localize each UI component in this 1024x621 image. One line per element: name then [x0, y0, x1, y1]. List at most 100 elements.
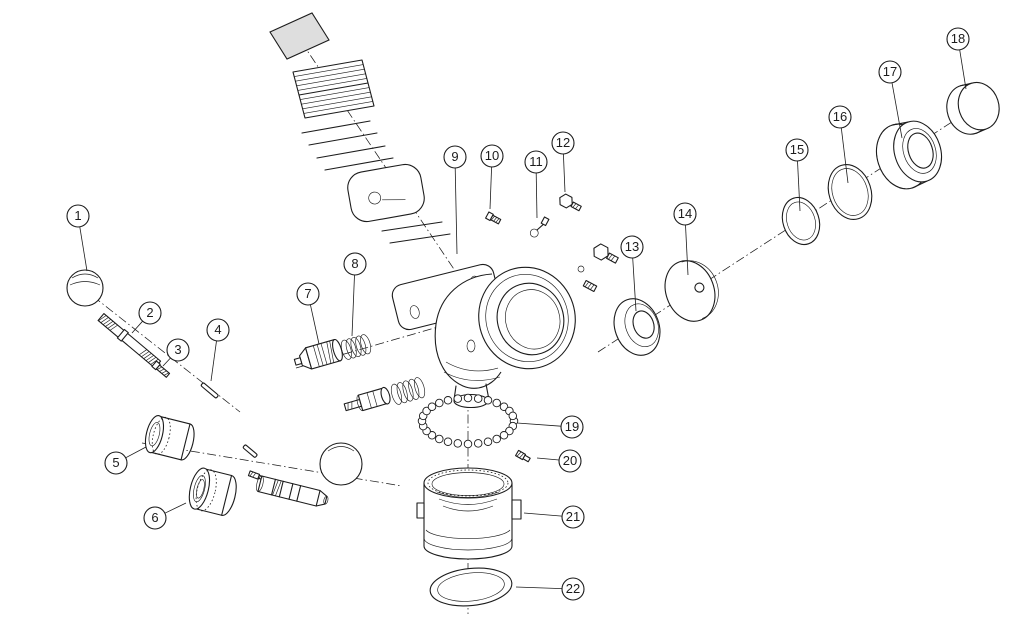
callout-19: 19	[516, 415, 584, 439]
part-17-threaded-collar	[875, 120, 943, 190]
callout-circle	[828, 105, 852, 129]
center-line	[141, 442, 403, 487]
callout-circle	[551, 131, 575, 155]
leader-line	[840, 127, 849, 184]
callout-number: 16	[833, 109, 847, 124]
callout-number: 6	[151, 510, 158, 525]
cover-plate	[269, 12, 330, 60]
callout-number: 9	[451, 149, 458, 164]
part-10-screw	[485, 211, 502, 225]
callout-circle	[524, 150, 548, 174]
callout-number: 14	[678, 206, 692, 221]
leader-line	[535, 172, 538, 219]
bead	[427, 402, 437, 411]
part-2-threaded-rod	[97, 313, 162, 369]
callout-number: 17	[883, 64, 897, 79]
callout-12: 12	[551, 131, 575, 193]
callout-number: 7	[304, 286, 311, 301]
callout-16: 16	[828, 105, 852, 184]
ball-large	[319, 442, 363, 486]
callout-21: 21	[523, 505, 585, 529]
callout-circle	[138, 301, 162, 325]
part-4-pin	[200, 382, 219, 399]
part-15-ring	[781, 196, 821, 246]
bead	[453, 439, 463, 448]
part-11-screw-washer	[529, 216, 550, 238]
callout-circle	[946, 27, 970, 51]
callout-number: 11	[529, 154, 543, 169]
rounded-block	[347, 163, 425, 223]
bead	[483, 437, 493, 446]
callout-circle	[143, 506, 167, 530]
part-12-hex-bolt	[559, 193, 582, 212]
callout-circle	[561, 505, 585, 529]
small-plug	[582, 279, 598, 293]
callout-17: 17	[878, 60, 903, 139]
callout-number: 10	[485, 148, 499, 163]
callout-circle	[560, 415, 584, 439]
spring-small	[390, 377, 426, 405]
leader-line	[310, 304, 320, 345]
callout-14: 14	[673, 202, 697, 276]
leader-line	[632, 257, 637, 312]
bead	[443, 396, 453, 405]
leader-line	[454, 167, 458, 255]
part-7-valve-cartridge	[293, 338, 343, 370]
callout-13: 13	[620, 235, 644, 312]
part-5-knurled-knob	[144, 415, 195, 461]
callout-number: 19	[565, 419, 579, 434]
part-1-ball	[66, 269, 104, 307]
part-21-coupling-nut	[416, 467, 522, 560]
callout-number: 3	[174, 342, 181, 357]
bead	[492, 398, 501, 408]
callout-circle	[104, 451, 128, 475]
callout-4: 4	[206, 318, 230, 382]
callout-22: 22	[515, 577, 585, 601]
bead	[463, 393, 473, 403]
callout-1: 1	[66, 204, 90, 272]
callout-number: 4	[214, 322, 221, 337]
bead	[492, 434, 501, 444]
callout-number: 21	[566, 509, 580, 524]
callout-number: 22	[566, 581, 580, 596]
spindle	[256, 475, 329, 507]
callout-11: 11	[524, 150, 548, 219]
callout-circle	[785, 138, 809, 162]
part-18-end-cap	[946, 81, 1000, 135]
callout-3: 3	[162, 338, 190, 367]
leader-line	[125, 446, 147, 459]
leader-line	[162, 357, 171, 367]
leader-line	[489, 166, 492, 210]
bead	[435, 434, 444, 444]
callout-number: 18	[951, 31, 965, 46]
callout-15: 15	[785, 138, 809, 212]
callout-10: 10	[480, 144, 504, 210]
callout-18: 18	[946, 27, 970, 90]
bead	[483, 396, 493, 405]
valve-stem	[343, 386, 391, 412]
callout-circle	[561, 577, 585, 601]
callout-number: 20	[563, 453, 577, 468]
callout-number: 15	[790, 142, 804, 157]
leader-line	[79, 226, 88, 272]
callout-20: 20	[536, 449, 582, 473]
leader-line	[797, 160, 801, 212]
bead	[443, 437, 453, 446]
bead	[473, 394, 483, 403]
small-washer	[577, 265, 585, 273]
thin-rods	[301, 120, 394, 171]
part-9-valve-body	[391, 263, 576, 409]
part-3-set-screw	[151, 360, 171, 378]
callout-number: 1	[74, 208, 81, 223]
body-bore	[478, 266, 576, 370]
bead	[463, 439, 473, 449]
leader-line	[351, 274, 355, 337]
callout-circle	[166, 338, 190, 362]
leader-line	[210, 340, 217, 382]
callout-number: 5	[112, 455, 119, 470]
top-stack	[269, 12, 451, 244]
leader-line	[959, 49, 967, 90]
part-13-seat-ring	[613, 298, 661, 356]
